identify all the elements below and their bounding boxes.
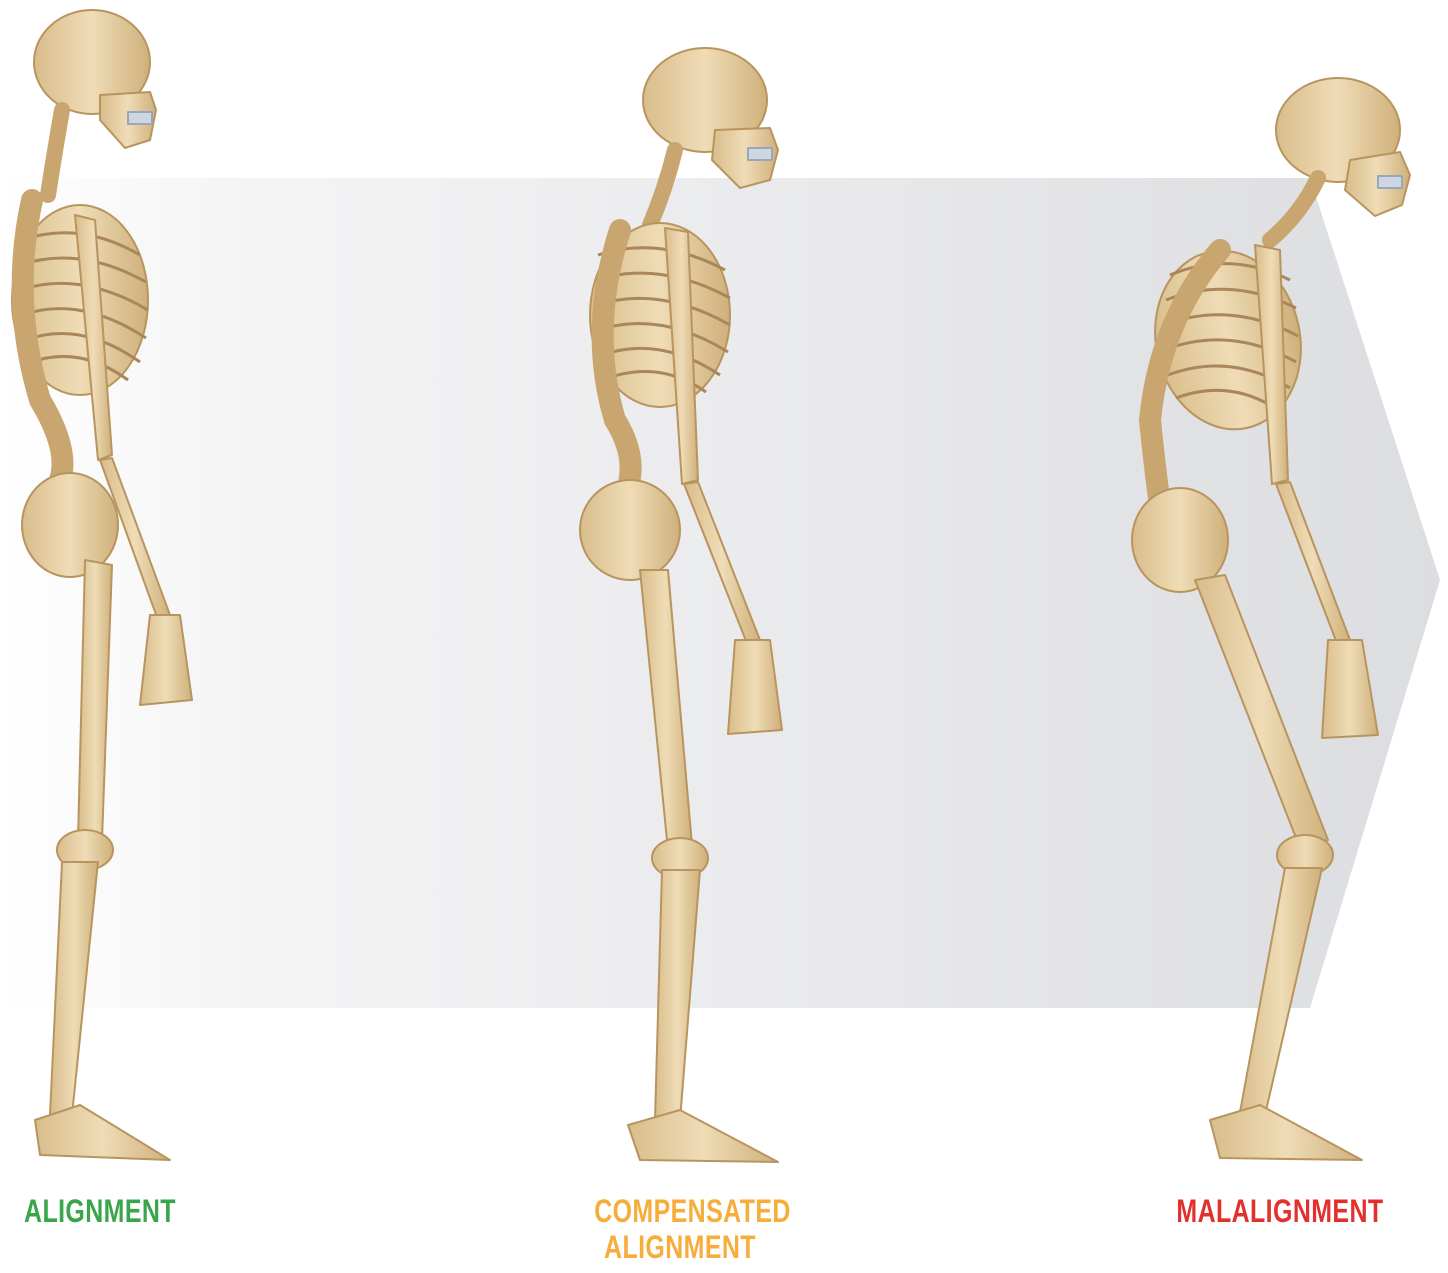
malalignment-label-text: MALALIGNMENT [1176,1193,1383,1229]
alignment-label: ALIGNMENT [22,1193,178,1229]
pelvis [580,480,680,580]
compensated-alignment-label: COMPENSATED ALIGNMENT [594,1193,766,1265]
teeth [748,148,772,160]
foot [1210,1105,1362,1160]
alignment-label-text: ALIGNMENT [24,1193,176,1229]
compensated-label-line2: ALIGNMENT [594,1229,766,1265]
teeth [128,112,152,124]
malalignment-label: MALALIGNMENT [1176,1193,1363,1229]
foot [35,1105,170,1160]
foot [628,1110,778,1162]
compensated-label-line1: COMPENSATED [594,1193,766,1229]
teeth [1378,176,1402,188]
pelvis [22,473,118,577]
